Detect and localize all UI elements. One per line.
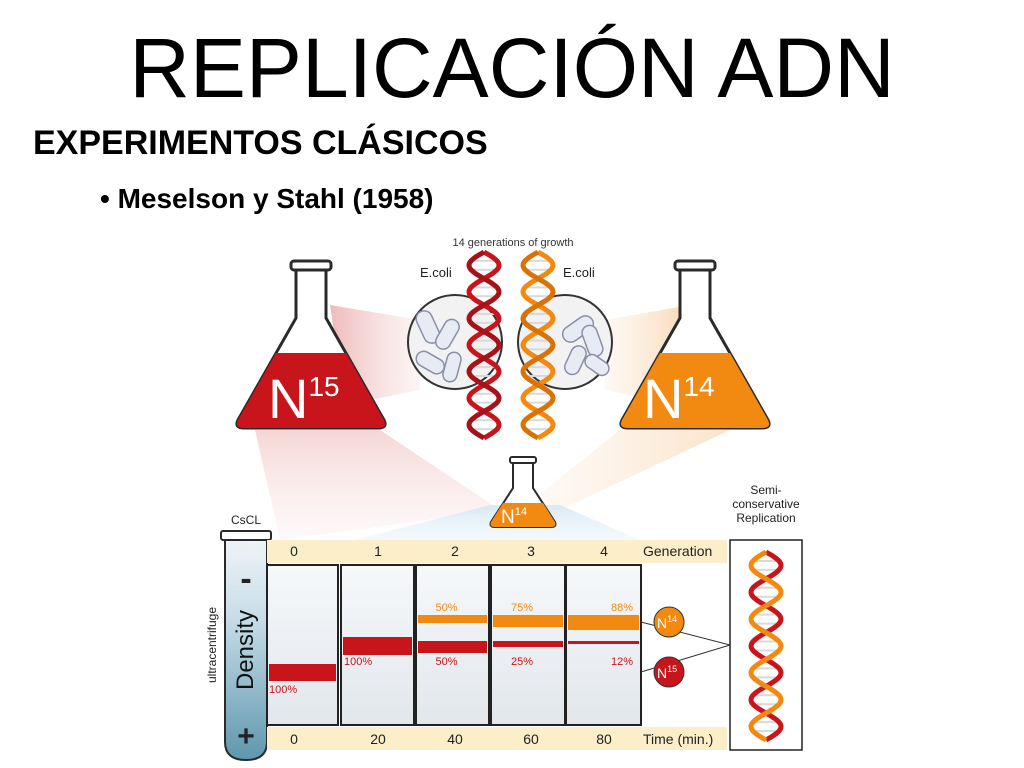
- generation-3: 3: [527, 543, 535, 559]
- beam-left-down: [255, 430, 500, 540]
- band-hybrid-or-n15: [493, 641, 563, 647]
- gel-lane-2: 50% 50%: [415, 564, 490, 726]
- semi-label-2: conservative: [732, 497, 800, 511]
- time-1: 20: [370, 731, 386, 747]
- generation-2: 2: [451, 543, 459, 559]
- helix-strand: [748, 549, 784, 743]
- generation-0: 0: [290, 543, 298, 559]
- tube-label: CsCL: [231, 513, 261, 527]
- legend-n14: N14: [653, 606, 685, 638]
- slide-subtitle: EXPERIMENTOS CLÁSICOS: [33, 124, 488, 162]
- n14-percent: 88%: [611, 602, 633, 614]
- helix-strand: [466, 249, 502, 441]
- density-label: Density: [232, 610, 259, 690]
- ecoli-right-label: E.coli: [563, 265, 595, 280]
- ultracentrifuge-label: ultracentrifuge: [205, 607, 219, 683]
- time-row: [267, 727, 727, 750]
- dna-helix-semiconservative: [748, 549, 784, 743]
- tube-minus: -: [240, 560, 251, 598]
- n15-percent: 100%: [344, 656, 372, 668]
- helix-strand: [520, 249, 556, 441]
- flask-n15: N15: [235, 259, 387, 430]
- time-label: Time (min.): [643, 731, 713, 747]
- gel-lane-1: 100%: [340, 564, 415, 726]
- generation-1: 1: [374, 543, 382, 559]
- band-n14: [418, 615, 487, 623]
- semi-label-1: Semi-: [750, 483, 781, 497]
- time-2: 40: [447, 731, 463, 747]
- generation-label: Generation: [643, 543, 712, 559]
- n15-percent: 25%: [511, 656, 533, 668]
- time-0: 0: [290, 731, 298, 747]
- band-hybrid-or-n15: [269, 664, 336, 681]
- ecoli-culture-left: [407, 294, 503, 390]
- time-4: 80: [596, 731, 612, 747]
- gel-lane-3: 75% 25%: [490, 564, 566, 726]
- semi-label-3: Replication: [736, 511, 795, 525]
- time-3: 60: [523, 731, 539, 747]
- dna-helix-n15: [466, 249, 502, 441]
- flask-small-n14: N14: [489, 456, 557, 528]
- legend-n15: N15: [653, 656, 685, 688]
- band-hybrid-or-n15: [568, 641, 639, 644]
- n15-percent: 50%: [435, 656, 457, 668]
- svg-text:N15: N15: [657, 664, 677, 681]
- helix-strand: [748, 549, 784, 743]
- ecoli-culture-right: [517, 294, 613, 390]
- tube-plus: +: [237, 720, 255, 753]
- growth-label: 14 generations of growth: [452, 237, 573, 249]
- ecoli-left-label: E.coli: [420, 265, 452, 280]
- band-n14: [493, 615, 563, 627]
- gel-lane-0: 100%: [266, 564, 339, 726]
- slide-title: REPLICACIÓN ADN: [129, 21, 895, 115]
- n14-percent: 75%: [511, 602, 533, 614]
- generation-4: 4: [600, 543, 608, 559]
- n14-percent: 50%: [435, 602, 457, 614]
- n15-percent: 100%: [269, 684, 297, 696]
- beam-right-down: [520, 430, 730, 510]
- gel-lanes: 100% 100% 50% 50% 75% 25% 88% 12%: [266, 564, 642, 726]
- band-hybrid-or-n15: [343, 637, 412, 655]
- generation-labels: 0 1 2 3 4: [290, 543, 608, 559]
- semi-conservative-box: [729, 539, 803, 751]
- band-hybrid-or-n15: [418, 641, 487, 653]
- flask-n14-label: N14: [643, 367, 715, 430]
- n15-percent: 12%: [611, 656, 633, 668]
- flask-n14: N14: [619, 259, 771, 430]
- svg-text:N14: N14: [657, 614, 677, 631]
- dna-helix-n14: [520, 249, 556, 441]
- flask-n15-label: N15: [268, 367, 340, 430]
- bullet-item: • Meselson y Stahl (1958): [100, 183, 434, 214]
- helix-strand: [466, 249, 502, 441]
- gel-lane-4: 88% 12%: [565, 564, 642, 726]
- helix-strand: [520, 249, 556, 441]
- generation-row: [267, 540, 727, 563]
- flask-small-label: N14: [501, 506, 527, 528]
- cscl-tube: CsCL - Density + ultracentrifuge: [205, 513, 272, 762]
- time-labels: 0 20 40 60 80: [290, 731, 612, 747]
- band-n14: [568, 615, 639, 630]
